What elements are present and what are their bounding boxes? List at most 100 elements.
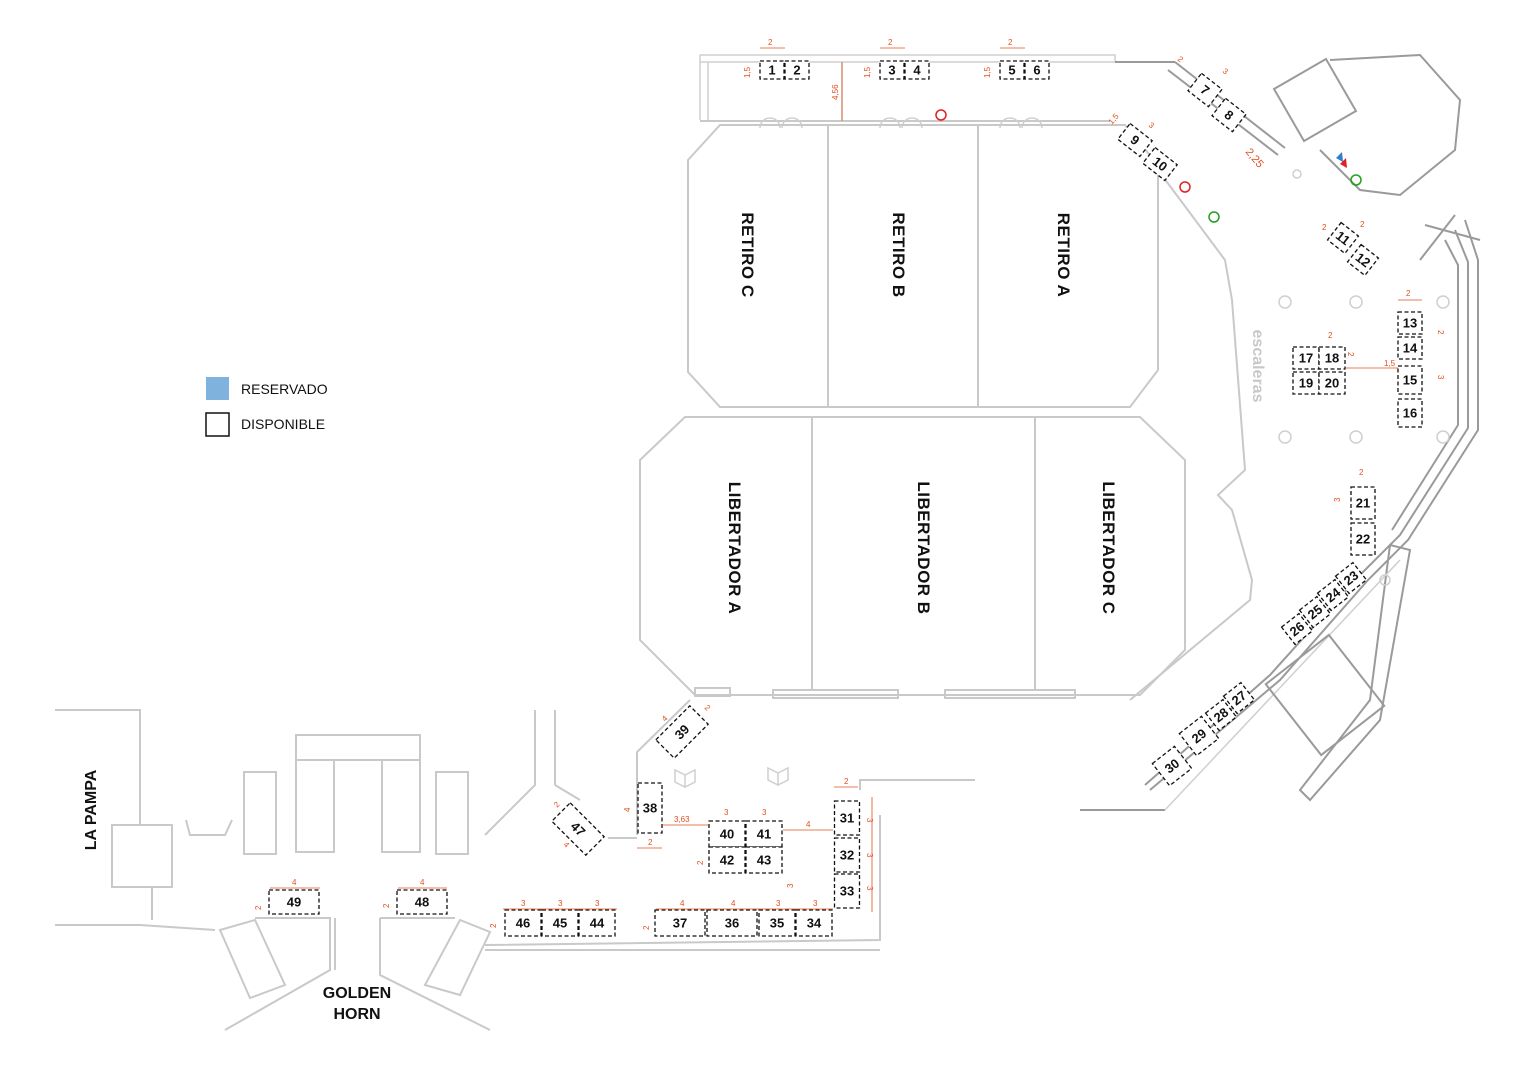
booth-38[interactable]: 38 xyxy=(637,782,663,834)
booth-outline[interactable] xyxy=(654,704,710,760)
booth-8[interactable]: 8 xyxy=(1211,97,1247,133)
booth-outline[interactable] xyxy=(1397,336,1423,360)
booth-outline[interactable] xyxy=(637,782,663,834)
booth-49[interactable]: 49 xyxy=(268,889,320,915)
booth-44[interactable]: 44 xyxy=(578,909,616,937)
booth-37[interactable]: 37 xyxy=(654,909,706,937)
booth-13[interactable]: 13 xyxy=(1397,311,1423,335)
booth-21[interactable]: 21 xyxy=(1350,486,1376,520)
booth-outline[interactable] xyxy=(541,909,579,937)
booth-32[interactable]: 32 xyxy=(833,837,861,873)
booth-7[interactable]: 7 xyxy=(1187,72,1223,108)
legend-reservado-swatch xyxy=(206,377,229,400)
booth-28[interactable]: 28 xyxy=(1204,698,1238,732)
booth-9[interactable]: 9 xyxy=(1116,122,1154,158)
booth-outline[interactable] xyxy=(1151,745,1193,787)
booth-outline[interactable] xyxy=(1334,561,1368,595)
booth-outline[interactable] xyxy=(1350,522,1376,556)
booth-46[interactable]: 46 xyxy=(504,909,542,937)
booth-47[interactable]: 47 xyxy=(550,801,606,857)
booth-25[interactable]: 25 xyxy=(1298,595,1332,629)
booth-outline[interactable] xyxy=(999,60,1025,80)
booth-outline[interactable] xyxy=(1178,715,1220,757)
booth-43[interactable]: 43 xyxy=(745,846,783,874)
booth-outline[interactable] xyxy=(1280,612,1314,646)
booth-outline[interactable] xyxy=(1326,221,1360,255)
booth-outline[interactable] xyxy=(268,889,320,915)
booth-34[interactable]: 34 xyxy=(795,909,833,937)
booth-40[interactable]: 40 xyxy=(708,820,746,848)
booth-33[interactable]: 33 xyxy=(833,873,861,909)
booth-outline[interactable] xyxy=(1318,346,1346,370)
booth-29[interactable]: 29 xyxy=(1178,715,1220,757)
booth-outline[interactable] xyxy=(745,846,783,874)
booth-26[interactable]: 26 xyxy=(1280,612,1314,646)
booth-39[interactable]: 39 xyxy=(654,704,710,760)
booth-14[interactable]: 14 xyxy=(1397,336,1423,360)
booth-outline[interactable] xyxy=(578,909,616,937)
booth-36[interactable]: 36 xyxy=(706,909,758,937)
booth-42[interactable]: 42 xyxy=(708,846,746,874)
booth-18[interactable]: 18 xyxy=(1318,346,1346,370)
booth-outline[interactable] xyxy=(1318,371,1346,395)
booth-35[interactable]: 35 xyxy=(758,909,796,937)
booth-outline[interactable] xyxy=(833,837,861,873)
booth-41[interactable]: 41 xyxy=(745,820,783,848)
booth-outline[interactable] xyxy=(784,60,810,80)
booth-outline[interactable] xyxy=(795,909,833,937)
booth-outline[interactable] xyxy=(1298,595,1332,629)
booth-outline[interactable] xyxy=(396,889,448,915)
booth-31[interactable]: 31 xyxy=(833,800,861,836)
booth-48[interactable]: 48 xyxy=(396,889,448,915)
booth-30[interactable]: 30 xyxy=(1151,745,1193,787)
booth-outline[interactable] xyxy=(708,846,746,874)
booth-24[interactable]: 24 xyxy=(1316,578,1350,612)
booth-11[interactable]: 11 xyxy=(1326,221,1360,255)
dim-label: 2 xyxy=(1346,352,1355,357)
booth-outline[interactable] xyxy=(758,909,796,937)
booth-outline[interactable] xyxy=(1292,346,1320,370)
booth-outline[interactable] xyxy=(706,909,758,937)
booth-12[interactable]: 12 xyxy=(1346,243,1380,277)
booth-10[interactable]: 10 xyxy=(1141,146,1179,182)
booth-outline[interactable] xyxy=(833,873,861,909)
booth-19[interactable]: 19 xyxy=(1292,371,1320,395)
booth-outline[interactable] xyxy=(1350,486,1376,520)
booth-outline[interactable] xyxy=(504,909,542,937)
booth-20[interactable]: 20 xyxy=(1318,371,1346,395)
booth-outline[interactable] xyxy=(904,60,930,80)
booth-outline[interactable] xyxy=(745,820,783,848)
booth-outline[interactable] xyxy=(1397,365,1423,395)
booth-outline[interactable] xyxy=(1222,681,1256,715)
booth-5[interactable]: 5 xyxy=(999,60,1025,80)
booth-outline[interactable] xyxy=(1292,371,1320,395)
booth-17[interactable]: 17 xyxy=(1292,346,1320,370)
booth-outline[interactable] xyxy=(1141,146,1179,182)
booth-2[interactable]: 2 xyxy=(784,60,810,80)
booth-outline[interactable] xyxy=(759,60,785,80)
booth-outline[interactable] xyxy=(1211,97,1247,133)
booth-outline[interactable] xyxy=(1204,698,1238,732)
booth-outline[interactable] xyxy=(1346,243,1380,277)
booth-outline[interactable] xyxy=(654,909,706,937)
booth-outline[interactable] xyxy=(879,60,905,80)
booth-outline[interactable] xyxy=(550,801,606,857)
booth-outline[interactable] xyxy=(833,800,861,836)
booth-23[interactable]: 23 xyxy=(1334,561,1368,595)
booth-outline[interactable] xyxy=(1316,578,1350,612)
booth-4[interactable]: 4 xyxy=(904,60,930,80)
booth-45[interactable]: 45 xyxy=(541,909,579,937)
booth-15[interactable]: 15 xyxy=(1397,365,1423,395)
booth-outline[interactable] xyxy=(1024,60,1050,80)
booth-outline[interactable] xyxy=(1187,72,1223,108)
booth-outline[interactable] xyxy=(1397,311,1423,335)
booth-6[interactable]: 6 xyxy=(1024,60,1050,80)
booth-3[interactable]: 3 xyxy=(879,60,905,80)
dim-label: 4,56 xyxy=(831,84,840,100)
booth-1[interactable]: 1 xyxy=(759,60,785,80)
booth-outline[interactable] xyxy=(1397,398,1423,428)
booth-27[interactable]: 27 xyxy=(1222,681,1256,715)
booth-16[interactable]: 16 xyxy=(1397,398,1423,428)
booth-outline[interactable] xyxy=(1116,122,1154,158)
booth-22[interactable]: 22 xyxy=(1350,522,1376,556)
